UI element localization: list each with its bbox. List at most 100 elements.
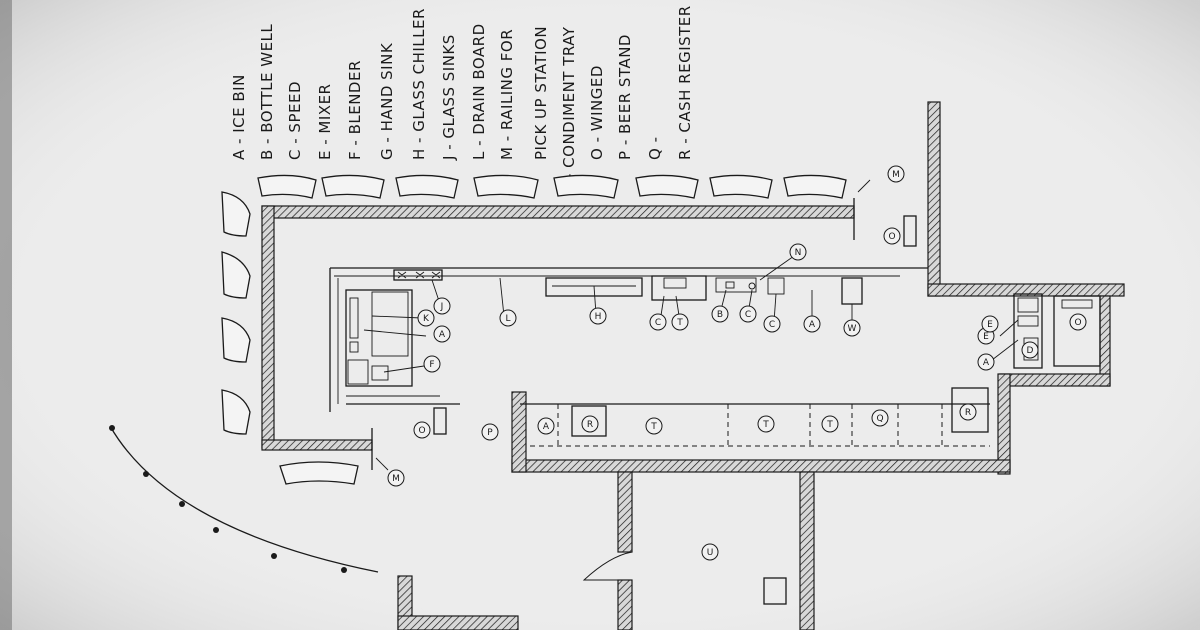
tag-label: M (892, 170, 900, 180)
tag-label: A (983, 358, 990, 368)
leader (383, 365, 425, 373)
tag-r1: R (581, 415, 599, 433)
stool (221, 191, 251, 237)
tag-label: O (1074, 318, 1081, 328)
stool (221, 389, 251, 435)
legend-entry: H - GLASS CHILLER (410, 8, 428, 160)
tag-m-bottom: M (387, 469, 405, 487)
tag-label: O (418, 426, 425, 436)
tag-t2: T (645, 417, 663, 435)
wall-door-right (799, 471, 815, 630)
tag-circle (883, 227, 901, 245)
tag-e2: E (981, 315, 999, 333)
legend-entry: J - GLASS SINKS (440, 34, 458, 161)
tag-a1: A (433, 325, 451, 343)
stool (257, 174, 317, 199)
speed-rack (663, 277, 687, 289)
wall-right-shelf (927, 283, 1125, 297)
tag-a2: A (803, 315, 821, 333)
tag-circle (649, 313, 667, 331)
tag-t4: T (821, 415, 839, 433)
legend-entry: F - BLENDER (346, 60, 364, 160)
leader (363, 329, 427, 337)
tag-label: T (650, 422, 657, 432)
tag-label: U (707, 548, 714, 558)
tag-label: A (439, 330, 446, 340)
glass-chiller (545, 277, 643, 297)
stool (635, 174, 699, 199)
tag-r2: R (959, 403, 977, 421)
stool (221, 317, 251, 363)
left-stools (221, 191, 251, 435)
tag-p1: P (481, 423, 499, 441)
tag-circle (537, 417, 555, 435)
tag-circle (977, 353, 995, 371)
tag-label: T (826, 420, 833, 430)
blender (371, 365, 389, 381)
tag-label: M (392, 474, 400, 484)
tag-circle (423, 355, 441, 373)
leader (991, 339, 1019, 361)
tag-circle (417, 309, 435, 327)
walkway-arc (109, 425, 379, 573)
tag-t1: T (671, 313, 689, 331)
bar-walls (261, 101, 1125, 630)
tag-circle (959, 403, 977, 421)
wall-right-upper (927, 101, 941, 297)
arc-point (143, 471, 149, 477)
leader (371, 315, 423, 319)
tag-label: T (676, 318, 683, 328)
ice-bin (371, 291, 409, 357)
tag-label: R (965, 408, 971, 418)
tag-c3: C (739, 305, 757, 323)
wall-corner-bottom (397, 615, 519, 630)
tag-label: C (745, 310, 751, 320)
wall-right-lower (999, 373, 1111, 387)
tag-circle (843, 319, 861, 337)
tag-label: O (888, 232, 895, 242)
tag-circle (763, 315, 781, 333)
legend-entry: N - CONDIMENT TRAY (560, 26, 578, 196)
tag-h: H (589, 307, 607, 325)
legend-entry: A - ICE BIN (230, 74, 248, 160)
stool (553, 174, 619, 199)
stool (395, 174, 459, 199)
legend-entry: P - BEER STAND (616, 34, 634, 160)
side-counter (1053, 295, 1101, 367)
tag-c2: C (763, 315, 781, 333)
wall-service-left (511, 391, 527, 473)
tag-label: K (423, 314, 430, 324)
tag-m-top: M (887, 165, 905, 183)
utility-sink (763, 577, 787, 605)
tag-n: N (789, 243, 807, 261)
tag-circle (739, 305, 757, 323)
mixer-station (715, 277, 757, 293)
tag-label: J (440, 302, 444, 312)
legend-entry: G - HAND SINK (378, 42, 396, 160)
tag-o-top: O (883, 227, 901, 245)
tag-label: N (795, 248, 802, 258)
arc-point (213, 527, 219, 533)
arc-point (109, 425, 115, 431)
leader (857, 179, 871, 193)
speed-station (651, 275, 707, 301)
stool (279, 461, 359, 485)
tag-f1: F (423, 355, 441, 373)
tag-circle (1021, 341, 1039, 359)
equipment (345, 215, 1101, 605)
tag-d1: D (1021, 341, 1039, 359)
tag-label: C (769, 320, 775, 330)
tag-circle (981, 315, 999, 333)
tag-circle (887, 165, 905, 183)
tag-label: A (543, 422, 550, 432)
tag-circle (433, 297, 451, 315)
speed-rail (349, 341, 359, 353)
tag-circle (645, 417, 663, 435)
back-bar (329, 267, 990, 447)
underbar-station (345, 289, 413, 387)
tag-circle (387, 469, 405, 487)
leader (999, 319, 1019, 337)
stool (221, 251, 251, 299)
cash-register-right (951, 387, 989, 433)
tag-circle (499, 309, 517, 327)
